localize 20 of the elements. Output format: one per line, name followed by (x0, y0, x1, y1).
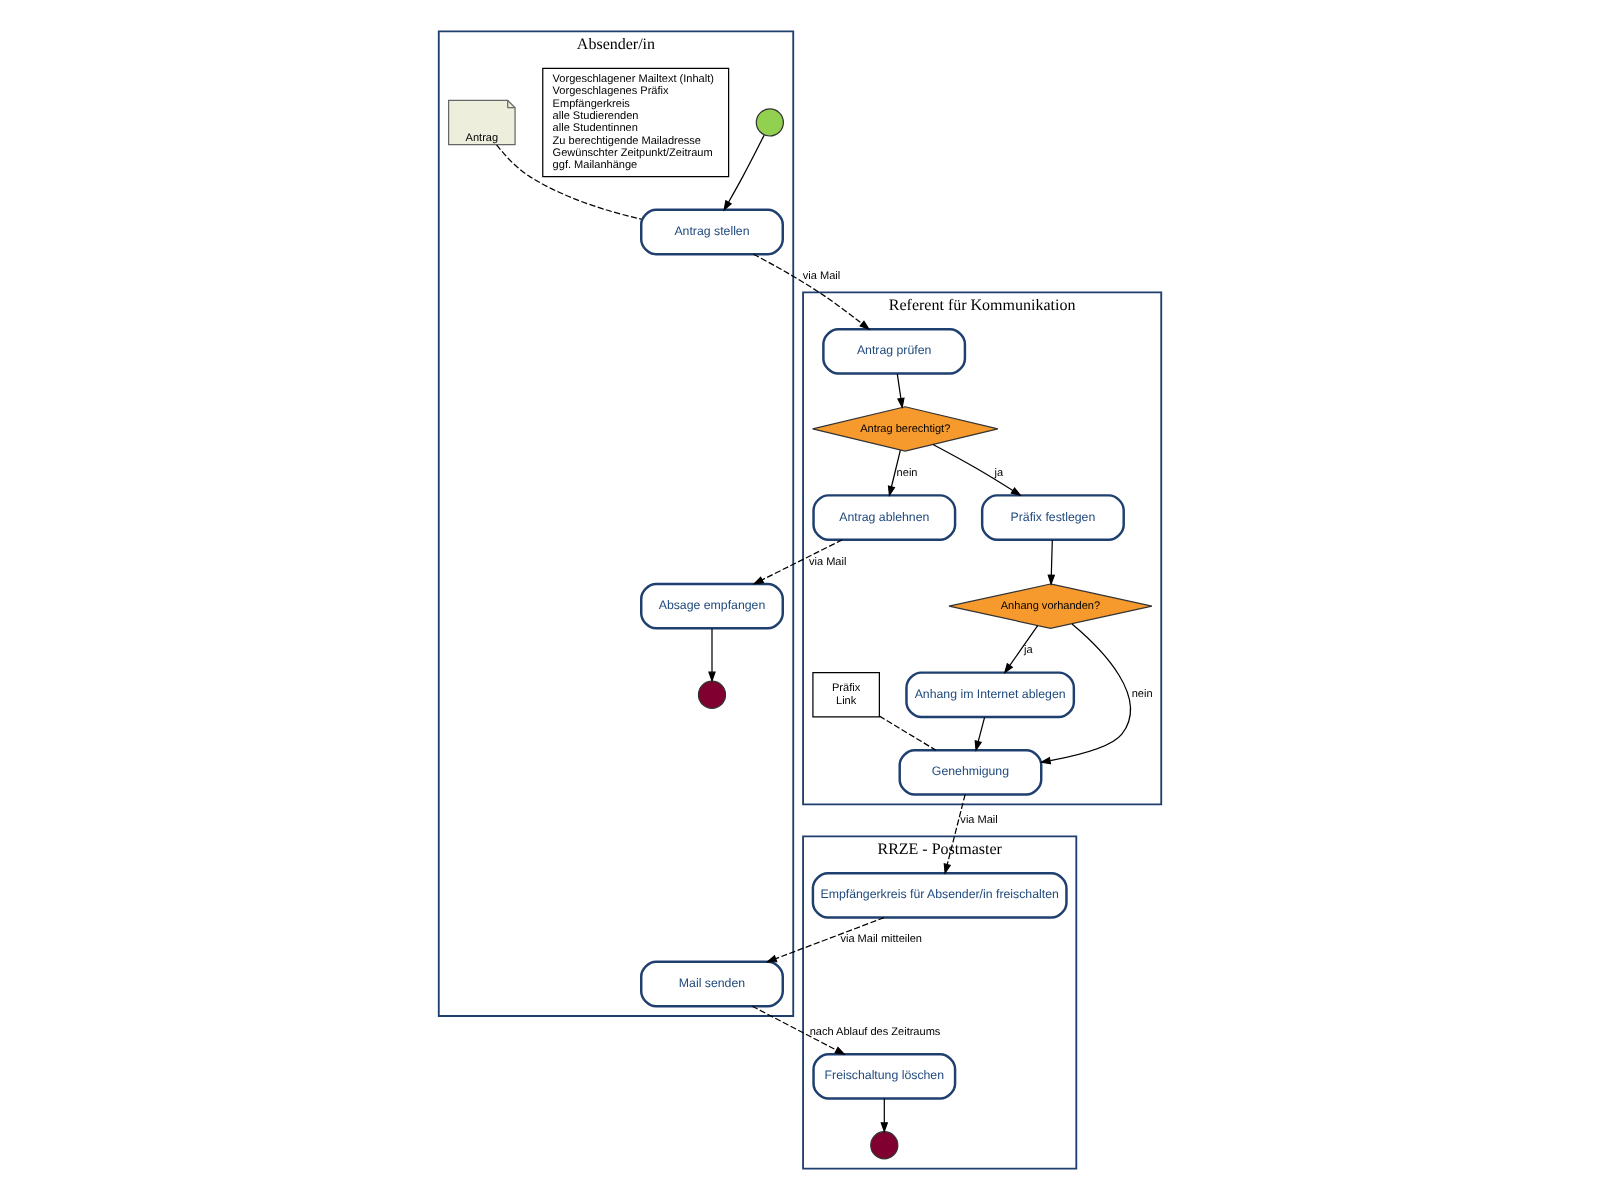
arrow (708, 628, 716, 683)
arrow (1039, 623, 1131, 765)
arrow (765, 917, 885, 963)
arrow (887, 449, 901, 498)
arrow (751, 1005, 846, 1055)
arrow (932, 443, 1022, 497)
arrow (896, 373, 905, 409)
node-circle (755, 108, 784, 137)
node-circle (697, 680, 727, 709)
arrow (943, 793, 966, 875)
arrow (974, 716, 986, 752)
connector (878, 715, 937, 751)
connector (495, 144, 642, 220)
node-circle (870, 1131, 899, 1160)
arrow (880, 1097, 889, 1134)
arrow (723, 134, 765, 212)
arrow (1003, 625, 1039, 675)
arrow (752, 253, 871, 331)
arrow (1047, 539, 1056, 586)
arrow (752, 539, 843, 585)
